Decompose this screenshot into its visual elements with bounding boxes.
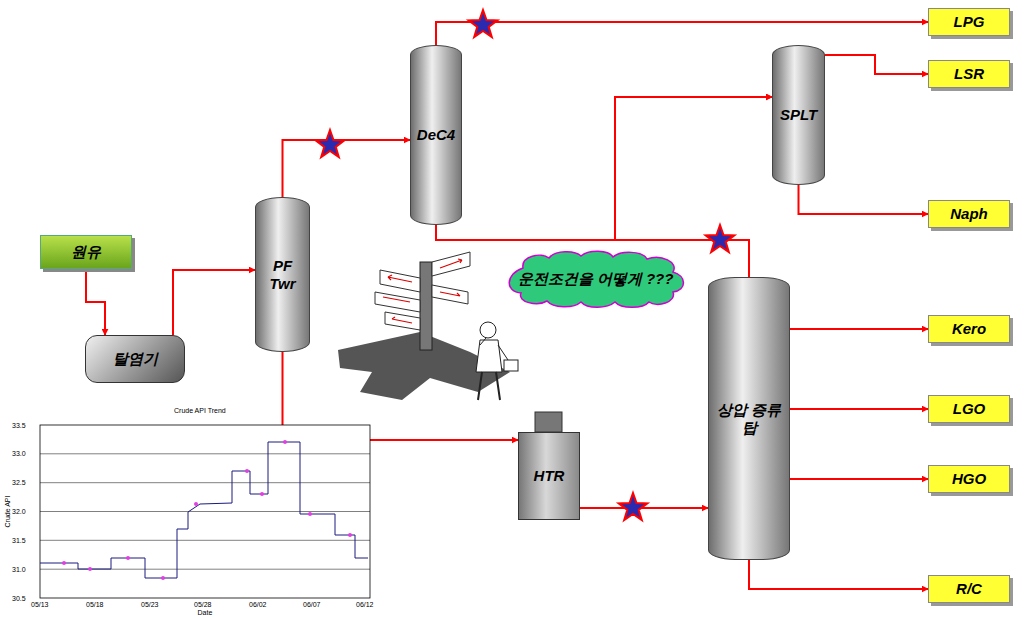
axis-tick-label: 06/02 <box>249 601 267 608</box>
node-label: LGO <box>953 400 986 418</box>
axis-tick-label: 05/28 <box>194 601 212 608</box>
axis-tick-label: 31.0 <box>12 566 26 573</box>
star-marker <box>469 10 498 37</box>
product-box: LGO <box>928 395 1010 423</box>
product-box: Kero <box>928 315 1010 343</box>
thought-cloud: 운전조건을 어떻게 ??? <box>503 250 688 308</box>
vessel-box: 탈염기 <box>85 335 185 383</box>
flow-line <box>615 97 772 277</box>
axis-tick-label: 32.0 <box>12 508 26 515</box>
node-label: Naph <box>950 205 988 223</box>
node-label: HGO <box>952 470 986 488</box>
confused-operator-illustration <box>338 252 518 400</box>
axis-tick-label: 05/23 <box>141 601 159 608</box>
node-label: R/C <box>956 580 982 598</box>
axis-tick-label: 30.5 <box>12 595 26 602</box>
column: PF Twr <box>255 197 310 352</box>
feed-box: 원유 <box>40 235 132 269</box>
flow-line <box>749 560 928 589</box>
star-marker <box>619 493 648 520</box>
axis-tick-label: 05/13 <box>31 601 49 608</box>
product-box: HGO <box>928 465 1010 493</box>
star-marker <box>706 225 735 252</box>
chart-title: Crude API Trend <box>174 407 226 414</box>
flow-line <box>790 408 928 410</box>
node-label: DeC4 <box>417 126 455 144</box>
column: DeC4 <box>410 45 462 225</box>
axis-tick-label: 06/12 <box>356 601 374 608</box>
heater-box: HTR <box>518 432 580 520</box>
node-label: 상압 증류탑 <box>715 401 783 437</box>
node-label: LPG <box>954 13 985 31</box>
flow-line <box>86 269 105 335</box>
product-box: LPG <box>928 8 1010 36</box>
flow-line <box>580 507 708 509</box>
node-label: 운전조건을 어떻게 ??? <box>518 270 674 288</box>
flow-line <box>436 22 928 45</box>
axis-tick-label: 32.5 <box>12 479 26 486</box>
flow-line <box>173 270 255 335</box>
axis-tick-label: 06/07 <box>303 601 321 608</box>
column: SPLT <box>772 45 825 185</box>
api-trend-chart <box>40 425 370 598</box>
node-label: 탈염기 <box>113 350 158 368</box>
node-label: SPLT <box>780 106 817 124</box>
node-label: PF Twr <box>262 257 303 293</box>
product-box: Naph <box>928 200 1010 228</box>
flow-line <box>790 478 928 480</box>
node-label: Kero <box>952 320 986 338</box>
axis-tick-label: 33.0 <box>12 450 26 457</box>
flow-line <box>283 140 411 197</box>
axis-title: Date <box>198 609 213 616</box>
axis-tick-label: 31.5 <box>12 537 26 544</box>
flow-line <box>825 55 928 74</box>
flow-line <box>436 97 772 240</box>
heater-stack <box>535 412 562 432</box>
flow-line <box>799 185 929 214</box>
star-marker <box>316 130 345 157</box>
node-label: HTR <box>534 467 565 485</box>
node-label: 원유 <box>71 243 101 261</box>
column: 상압 증류탑 <box>708 277 790 560</box>
axis-tick-label: 33.5 <box>12 422 26 429</box>
product-box: R/C <box>928 575 1010 603</box>
axis-tick-label: 05/18 <box>86 601 104 608</box>
axis-title: Crude API <box>4 495 11 527</box>
product-box: LSR <box>928 60 1010 88</box>
flow-line <box>790 328 928 330</box>
node-label: LSR <box>954 65 984 83</box>
